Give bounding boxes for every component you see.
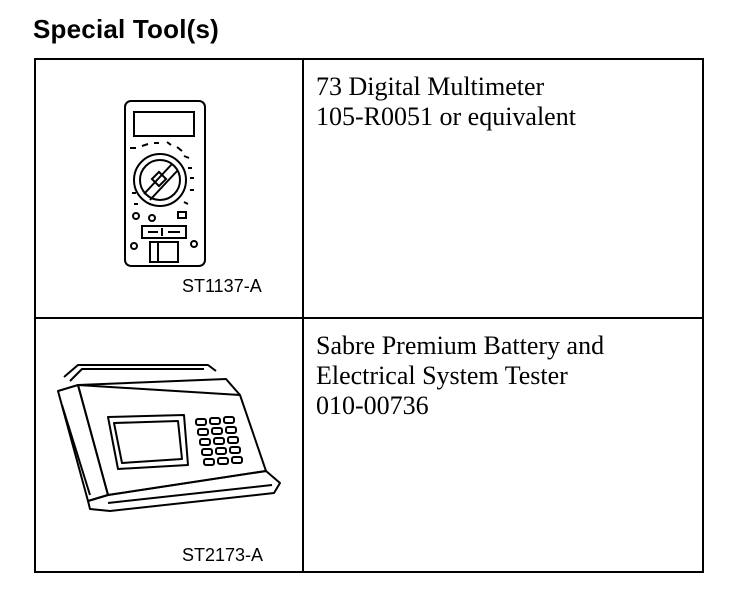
tool-description-line: 105-R0051 or equivalent — [316, 102, 576, 131]
tool-description-line: 73 Digital Multimeter — [316, 72, 545, 101]
tool-image-code: ST2173-A — [182, 545, 264, 565]
tool-description-line: 010-00736 — [316, 391, 429, 420]
table-row: ST1137-A 73 Digital Multimeter 105-R0051… — [36, 60, 702, 319]
tool-image-cell: ST1137-A — [36, 60, 304, 317]
tool-description: 73 Digital Multimeter 105-R0051 or equiv… — [304, 60, 702, 317]
tool-description: Sabre Premium Battery and Electrical Sys… — [304, 319, 702, 571]
page-title: Special Tool(s) — [33, 14, 219, 44]
tool-description-line: Sabre Premium Battery and — [316, 331, 605, 360]
tool-image-code: ST1137-A — [182, 276, 262, 296]
tool-image-cell: ST2173-A — [36, 319, 304, 571]
table-row: ST2173-A Sabre Premium Battery and Elect… — [36, 319, 702, 571]
tool-description-line: Electrical System Tester — [316, 361, 568, 390]
special-tools-table: ST1137-A 73 Digital Multimeter 105-R0051… — [34, 58, 704, 573]
digital-multimeter-icon — [124, 100, 206, 267]
battery-tester-icon — [57, 364, 281, 512]
